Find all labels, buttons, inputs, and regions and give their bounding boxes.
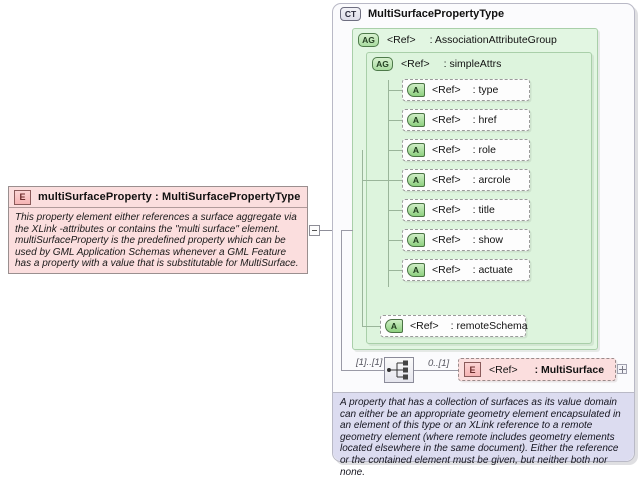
complextype-icon: CT	[340, 7, 361, 21]
connector-sequence-to-multisurface	[414, 370, 458, 371]
attribute-icon: A	[407, 233, 425, 247]
tree-branch-type	[388, 90, 402, 91]
attribute-row-href[interactable]: A <Ref> : href	[402, 109, 530, 131]
schema-diagram-canvas: E multiSurfaceProperty : MultiSurfacePro…	[8, 3, 635, 478]
attribute-row-title[interactable]: A <Ref> : title	[402, 199, 530, 221]
multisurface-ref: <Ref>	[489, 363, 518, 376]
attribute-name: : arcrole	[472, 174, 511, 186]
attributegroup-inner-header: AG <Ref> : simpleAttrs	[372, 57, 501, 71]
connector-type-spine	[341, 230, 342, 370]
attribute-icon: A	[407, 83, 425, 97]
attributegroup-outer-ref: <Ref>	[387, 34, 416, 46]
tree-branch-href	[388, 120, 402, 121]
element-documentation: This property element either references …	[15, 212, 299, 270]
attribute-ref: <Ref>	[432, 144, 461, 156]
attribute-row-remoteschema[interactable]: A <Ref> : remoteSchema	[380, 315, 528, 337]
tree-branch-title	[388, 210, 402, 211]
attribute-name: : show	[472, 234, 503, 246]
attribute-icon: A	[407, 263, 425, 277]
attribute-ref: <Ref>	[432, 84, 461, 96]
attribute-row-arcrole[interactable]: A <Ref> : arcrole	[402, 169, 530, 191]
tree-spine-attributes	[388, 80, 389, 287]
attribute-icon: A	[385, 319, 403, 333]
cardinality-sequence: [1]..[1]	[356, 357, 383, 368]
attributegroup-outer-name: : AssociationAttributeGroup	[430, 34, 557, 46]
attribute-ref: <Ref>	[432, 264, 461, 276]
attribute-row-type[interactable]: A <Ref> : type	[402, 79, 530, 101]
attribute-name: : type	[472, 84, 499, 96]
complextype-header: CT MultiSurfacePropertyType	[340, 7, 504, 21]
connector-to-attributegroup	[341, 230, 353, 231]
attribute-ref: <Ref>	[432, 114, 461, 126]
attribute-icon: A	[407, 143, 425, 157]
attributegroup-inner-ref: <Ref>	[401, 58, 430, 70]
element-multisurface[interactable]: E <Ref> : MultiSurface	[458, 358, 616, 381]
tree-branch-show	[388, 240, 402, 241]
attribute-icon: A	[407, 203, 425, 217]
tree-branch-remoteschema	[362, 326, 380, 327]
cardinality-multisurface: 0..[1]	[428, 358, 450, 369]
element-multisurfaceproperty[interactable]: E multiSurfaceProperty : MultiSurfacePro…	[8, 186, 308, 274]
multisurface-name: : MultiSurface	[534, 363, 605, 376]
attribute-row-show[interactable]: A <Ref> : show	[402, 229, 530, 251]
attributegroup-outer-header: AG <Ref> : AssociationAttributeGroup	[358, 33, 557, 47]
attribute-name: : href	[472, 114, 497, 126]
connector-to-sequence	[341, 370, 384, 371]
tree-branch-arcrole	[388, 180, 402, 181]
attribute-icon: A	[407, 113, 425, 127]
attribute-name: : role	[472, 144, 496, 156]
connector-left-to-type	[320, 230, 332, 231]
attribute-icon: A	[407, 173, 425, 187]
tree-branch-actuate	[388, 270, 402, 271]
element-title: multiSurfaceProperty : MultiSurfacePrope…	[38, 191, 301, 203]
attribute-row-role[interactable]: A <Ref> : role	[402, 139, 530, 161]
tree-branch-role	[388, 150, 402, 151]
attributegroup-inner-typename: simpleAttrs	[449, 58, 502, 70]
attribute-ref: <Ref>	[432, 204, 461, 216]
complextype-documentation: A property that has a collection of surf…	[333, 392, 634, 478]
attributegroup-outer-typename: AssociationAttributeGroup	[434, 34, 557, 46]
element-icon: E	[14, 189, 31, 205]
separator: :	[429, 34, 433, 46]
sequence-compositor-icon[interactable]	[384, 357, 414, 383]
sequence-glyph	[387, 360, 408, 380]
element-icon: E	[464, 362, 481, 377]
attribute-name: : title	[472, 204, 495, 216]
attribute-ref: <Ref>	[432, 174, 461, 186]
attribute-row-actuate[interactable]: A <Ref> : actuate	[402, 259, 530, 281]
element-header: E multiSurfaceProperty : MultiSurfacePro…	[9, 187, 307, 208]
separator: :	[443, 58, 447, 70]
tree-branch-simpleattrs	[362, 180, 388, 181]
attributegroup-icon: AG	[358, 33, 379, 47]
attributegroup-icon: AG	[372, 57, 393, 71]
complextype-title: MultiSurfacePropertyType	[368, 8, 505, 20]
attribute-name: : remoteSchema	[450, 320, 528, 332]
attribute-name: : actuate	[472, 264, 513, 276]
tree-spine-outer-group	[362, 150, 363, 327]
attribute-ref: <Ref>	[410, 320, 439, 332]
multisurface-expand-toggle[interactable]	[617, 364, 627, 374]
attribute-ref: <Ref>	[432, 234, 461, 246]
left-element-collapse-toggle[interactable]	[309, 225, 320, 236]
attributegroup-inner-name: : simpleAttrs	[444, 58, 502, 70]
